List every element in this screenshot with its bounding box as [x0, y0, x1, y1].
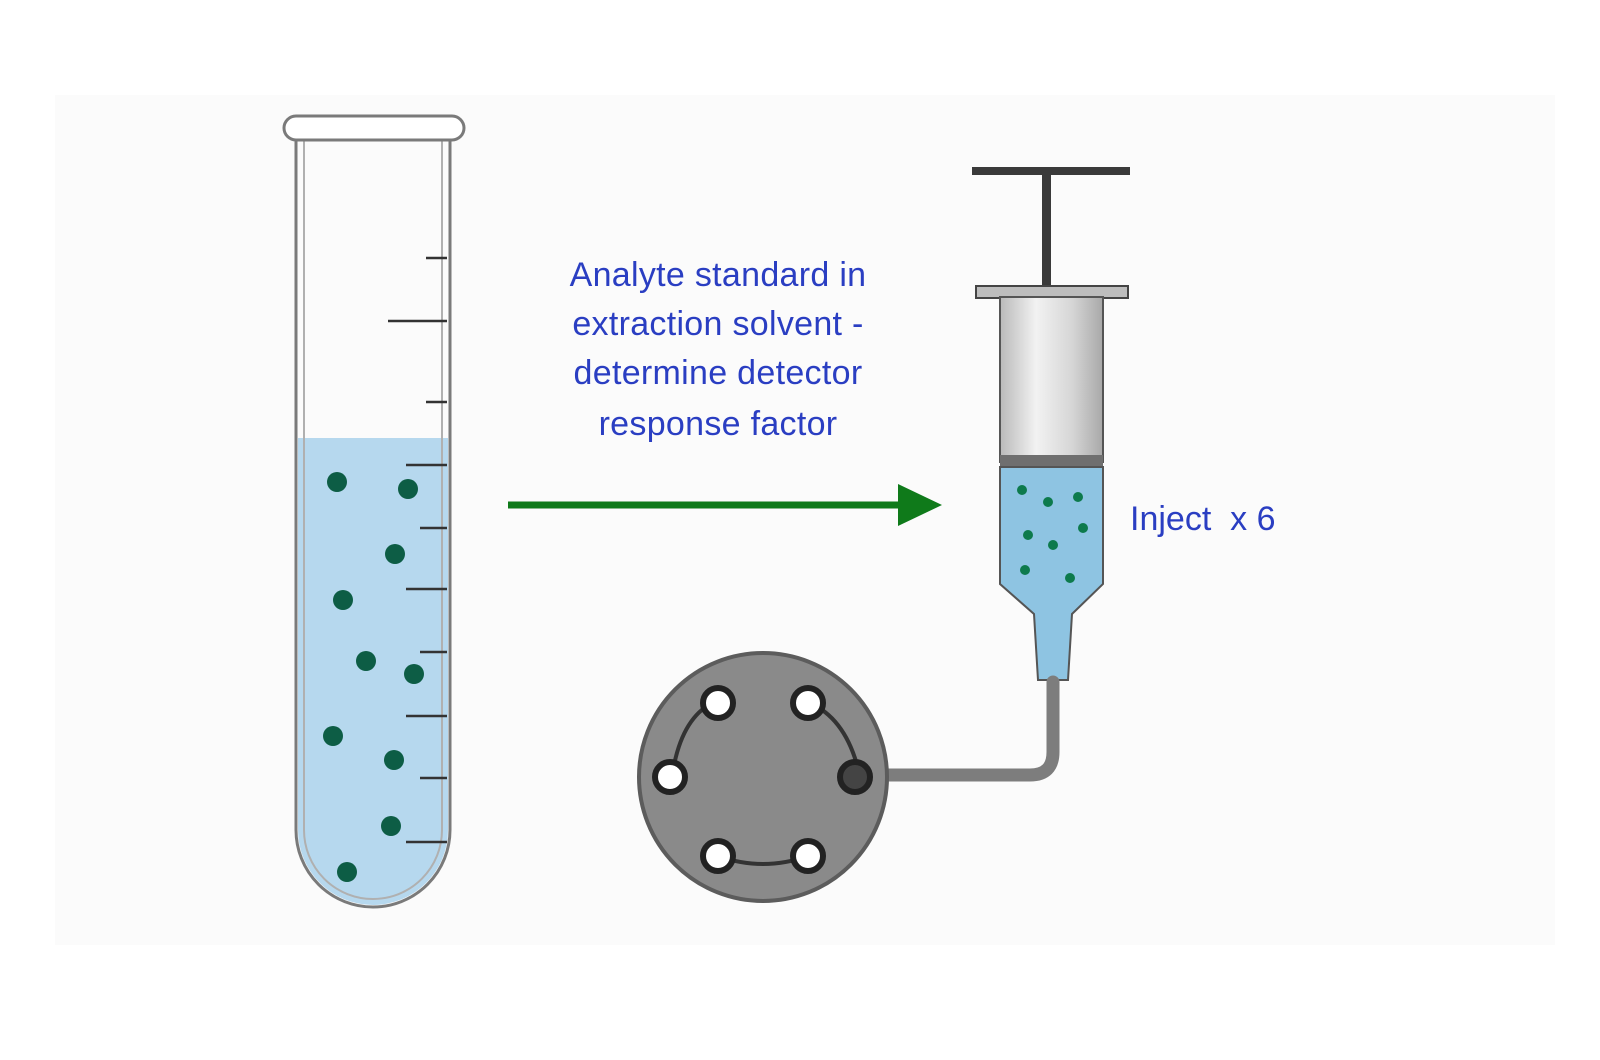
- syringe-barrel: [999, 296, 1104, 463]
- analyte-particle: [337, 862, 357, 882]
- analyte-particle: [404, 664, 424, 684]
- tube-particles: [323, 472, 424, 882]
- caption-line-4: response factor: [598, 405, 838, 443]
- caption-line-3: determine detector: [573, 354, 863, 392]
- analyte-particle: [1065, 573, 1075, 583]
- inject-count-label: Inject x 6: [1130, 500, 1276, 538]
- analyte-particle: [1017, 485, 1027, 495]
- analyte-particle: [327, 472, 347, 492]
- arrow-head: [898, 484, 942, 526]
- connecting-tubing: [855, 675, 1060, 782]
- right-arrow-icon: [508, 484, 942, 526]
- tube-inner-wall: [303, 140, 443, 900]
- syringe-particles: [1017, 485, 1088, 583]
- valve-ports: [652, 685, 873, 874]
- tube-graduations: [388, 256, 447, 844]
- analyte-particle: [1048, 540, 1058, 550]
- analyte-particle: [398, 479, 418, 499]
- caption-line-2: extraction solvent -: [572, 305, 864, 343]
- valve-port: [700, 838, 736, 874]
- analyte-particle: [333, 590, 353, 610]
- syringe-icon: [855, 167, 1130, 782]
- tube-rim: [282, 114, 466, 142]
- analyte-particle: [384, 750, 404, 770]
- injection-valve-icon: [637, 651, 889, 903]
- analyte-particle: [1020, 565, 1030, 575]
- plunger-seal: [1000, 455, 1103, 467]
- valve-port: [790, 685, 826, 721]
- analyte-particle: [1023, 530, 1033, 540]
- analyte-particle: [1073, 492, 1083, 502]
- analyte-particle: [1043, 497, 1053, 507]
- analyte-particle: [381, 816, 401, 836]
- valve-port: [700, 685, 736, 721]
- analyte-particle: [323, 726, 343, 746]
- plunger-thumb-rest: [972, 167, 1130, 175]
- analyte-particle: [356, 651, 376, 671]
- caption-line-1: Analyte standard in: [569, 256, 867, 294]
- valve-body: [637, 651, 889, 903]
- valve-port-connected: [837, 759, 873, 795]
- syringe-liquid: [999, 466, 1104, 681]
- analyte-particle: [385, 544, 405, 564]
- tube-outer-wall: [294, 135, 452, 909]
- valve-port: [790, 838, 826, 874]
- valve-port: [652, 759, 688, 795]
- test-tube-icon: [282, 114, 466, 909]
- tube-liquid: [298, 438, 448, 905]
- analyte-particle: [1078, 523, 1088, 533]
